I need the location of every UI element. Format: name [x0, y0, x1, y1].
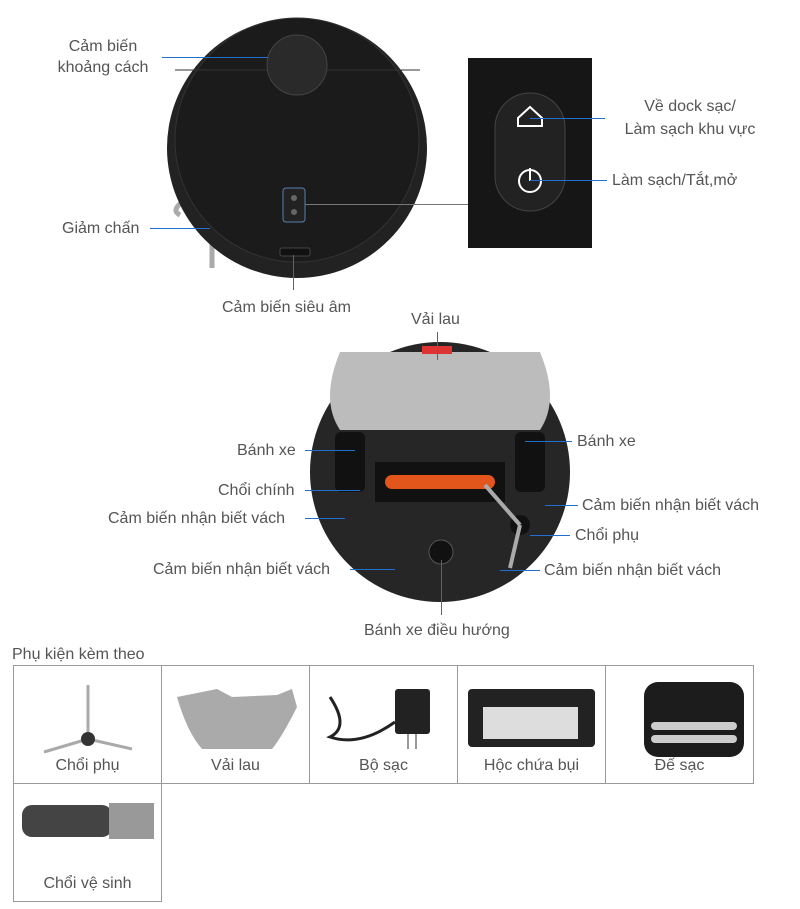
- accessories-title: Phụ kiện kèm theo: [12, 646, 145, 663]
- leader-line: [530, 118, 605, 119]
- leader-line: [150, 228, 210, 229]
- label-main-brush: Chổi chính: [218, 482, 295, 499]
- button-inset: [468, 58, 592, 248]
- label-dock-2: Làm sạch khu vực: [624, 121, 756, 138]
- label-caster: Bánh xe điều hướng: [364, 622, 510, 639]
- dock-image: [644, 682, 744, 757]
- leader-line: [350, 569, 395, 570]
- leader-line: [293, 255, 294, 290]
- accessory-cell: Chổi phụ: [13, 665, 162, 784]
- accessory-cell: Đế sạc: [605, 665, 754, 784]
- label-bumper: Giảm chấn: [62, 220, 140, 237]
- leader-line: [305, 490, 360, 491]
- leader-line: [305, 450, 355, 451]
- label-side-brush: Chổi phụ: [575, 527, 640, 544]
- robot-top-view: [167, 17, 427, 278]
- label-cliff-left: Cảm biến nhận biết vách: [108, 510, 285, 527]
- label-distance-sensor-2: khoảng cách: [57, 59, 149, 76]
- label-power: Làm sạch/Tắt,mở: [612, 172, 738, 189]
- label-mop: Vải lau: [411, 311, 460, 328]
- leader-line: [545, 505, 578, 506]
- robot-illustrations: [167, 17, 592, 602]
- leader-line: [441, 560, 442, 615]
- side-brush-image: [43, 685, 133, 754]
- dustbin-image: [468, 689, 595, 747]
- label-dock: Về dock sạc/: [644, 98, 736, 115]
- label-distance-sensor: Cảm biến: [68, 38, 138, 55]
- accessory-cell: Bộ sạc: [309, 665, 458, 784]
- leader-line: [305, 518, 345, 519]
- leader-line: [530, 180, 607, 181]
- accessory-cell: Chổi vệ sinh: [13, 783, 162, 902]
- leader-line: [305, 204, 468, 205]
- mop-image: [177, 689, 297, 749]
- accessory-cell: Hộc chứa bụi: [457, 665, 606, 784]
- robot-bottom-view: [310, 342, 570, 602]
- charger-image: [326, 689, 430, 749]
- accessories-table: Chổi phụ Vải lau Bộ sạc Hộc chứa bụi Đế …: [13, 665, 754, 902]
- leader-line: [525, 441, 572, 442]
- cleaning-brush-image: [22, 803, 154, 839]
- leader-line: [437, 332, 438, 360]
- label-cliff-right: Cảm biến nhận biết vách: [582, 497, 759, 514]
- leader-line: [162, 57, 268, 58]
- label-cliff-right-bottom: Cảm biến nhận biết vách: [544, 562, 721, 579]
- label-wheel-right: Bánh xe: [577, 433, 636, 450]
- accessory-cell: Vải lau: [161, 665, 310, 784]
- label-cliff-left-bottom: Cảm biến nhận biết vách: [153, 561, 330, 578]
- leader-line: [530, 535, 570, 536]
- leader-line: [500, 570, 540, 571]
- label-wheel-left: Bánh xe: [237, 442, 296, 459]
- label-ultrasonic-sensor: Cảm biến siêu âm: [222, 299, 351, 316]
